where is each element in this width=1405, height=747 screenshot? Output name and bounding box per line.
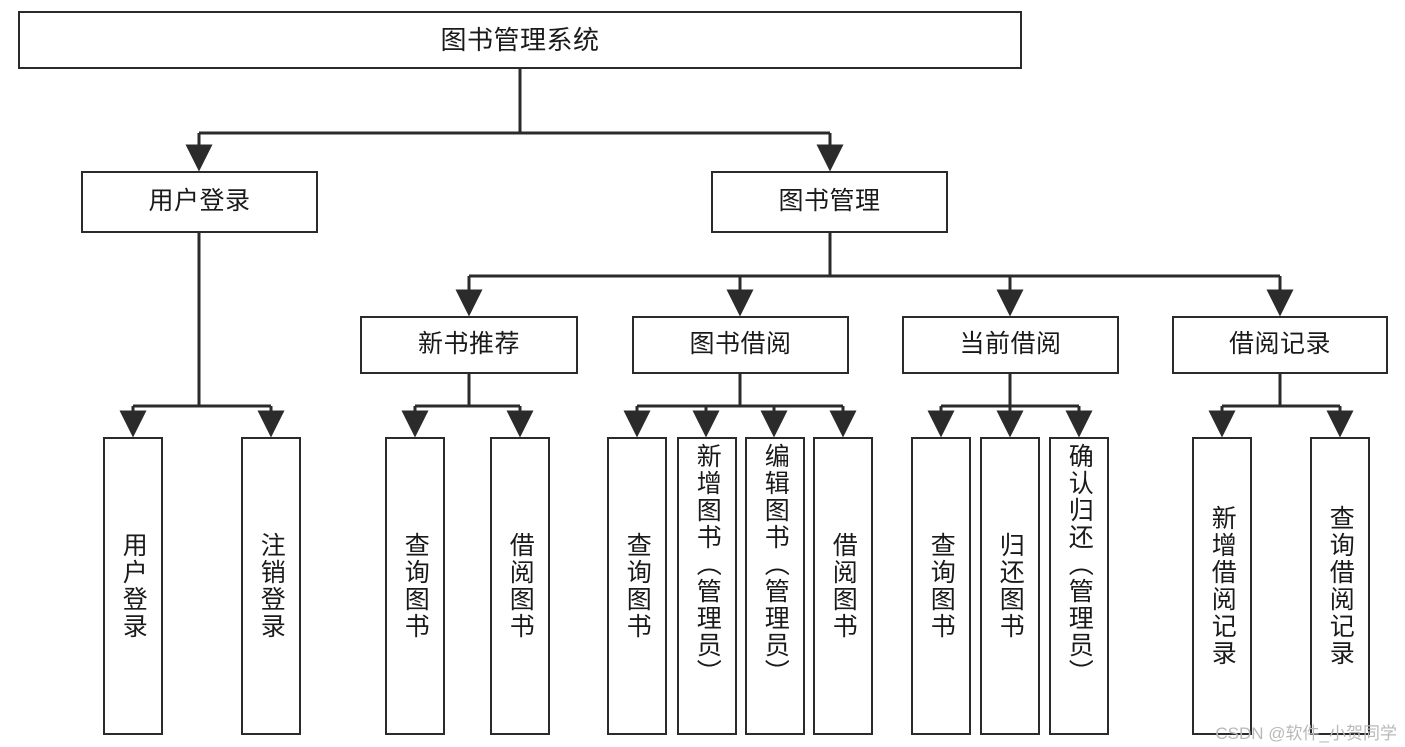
node-new-book-recommend[interactable]: 新书推荐: [360, 316, 578, 374]
node-leaf-edit-book[interactable]: 编辑图书（管理员）: [745, 437, 805, 735]
node-leaf-query-book-2[interactable]: 查询图书: [607, 437, 667, 735]
node-label: 编辑图书（管理员）: [761, 443, 790, 686]
node-label: 用户登录: [119, 532, 148, 640]
node-label: 图书管理: [778, 187, 881, 216]
node-label: 确认归还（管理员）: [1065, 443, 1094, 686]
node-leaf-borrow-book-2[interactable]: 借阅图书: [813, 437, 873, 735]
node-label: 查询借阅记录: [1326, 505, 1355, 667]
node-root-book-management-system[interactable]: 图书管理系统: [18, 11, 1022, 69]
node-label: 查询图书: [927, 532, 956, 640]
node-leaf-borrow-book-1[interactable]: 借阅图书: [490, 437, 550, 735]
node-leaf-add-book[interactable]: 新增图书（管理员）: [677, 437, 737, 735]
node-label: 查询图书: [623, 532, 652, 640]
node-label: 图书借阅: [689, 330, 792, 359]
node-leaf-return-book[interactable]: 归还图书: [980, 437, 1040, 735]
node-label: 注销登录: [257, 532, 286, 640]
node-label: 新书推荐: [417, 330, 520, 359]
node-leaf-query-book-3[interactable]: 查询图书: [911, 437, 971, 735]
node-current-borrow[interactable]: 当前借阅: [902, 316, 1119, 374]
node-leaf-query-book-1[interactable]: 查询图书: [385, 437, 445, 735]
node-user-login[interactable]: 用户登录: [81, 171, 318, 233]
node-borrow-record[interactable]: 借阅记录: [1172, 316, 1388, 374]
node-label: 新增借阅记录: [1208, 505, 1237, 667]
node-label: 借阅图书: [829, 532, 858, 640]
node-leaf-add-record[interactable]: 新增借阅记录: [1192, 437, 1252, 735]
node-book-manage[interactable]: 图书管理: [711, 171, 948, 233]
node-label: 查询图书: [401, 532, 430, 640]
node-leaf-query-record[interactable]: 查询借阅记录: [1310, 437, 1370, 735]
node-leaf-confirm-return[interactable]: 确认归还（管理员）: [1049, 437, 1109, 735]
node-leaf-user-login[interactable]: 用户登录: [103, 437, 163, 735]
node-label: 借阅图书: [506, 532, 535, 640]
node-label: 图书管理系统: [440, 24, 600, 55]
node-book-borrow[interactable]: 图书借阅: [632, 316, 849, 374]
node-label: 当前借阅: [959, 330, 1062, 359]
csdn-watermark: CSDN @软件_小贺同学: [1215, 724, 1397, 743]
node-label: 用户登录: [148, 187, 251, 216]
node-leaf-logout[interactable]: 注销登录: [241, 437, 301, 735]
node-label: 新增图书（管理员）: [693, 443, 722, 686]
node-label: 借阅记录: [1228, 330, 1331, 359]
node-label: 归还图书: [996, 532, 1025, 640]
